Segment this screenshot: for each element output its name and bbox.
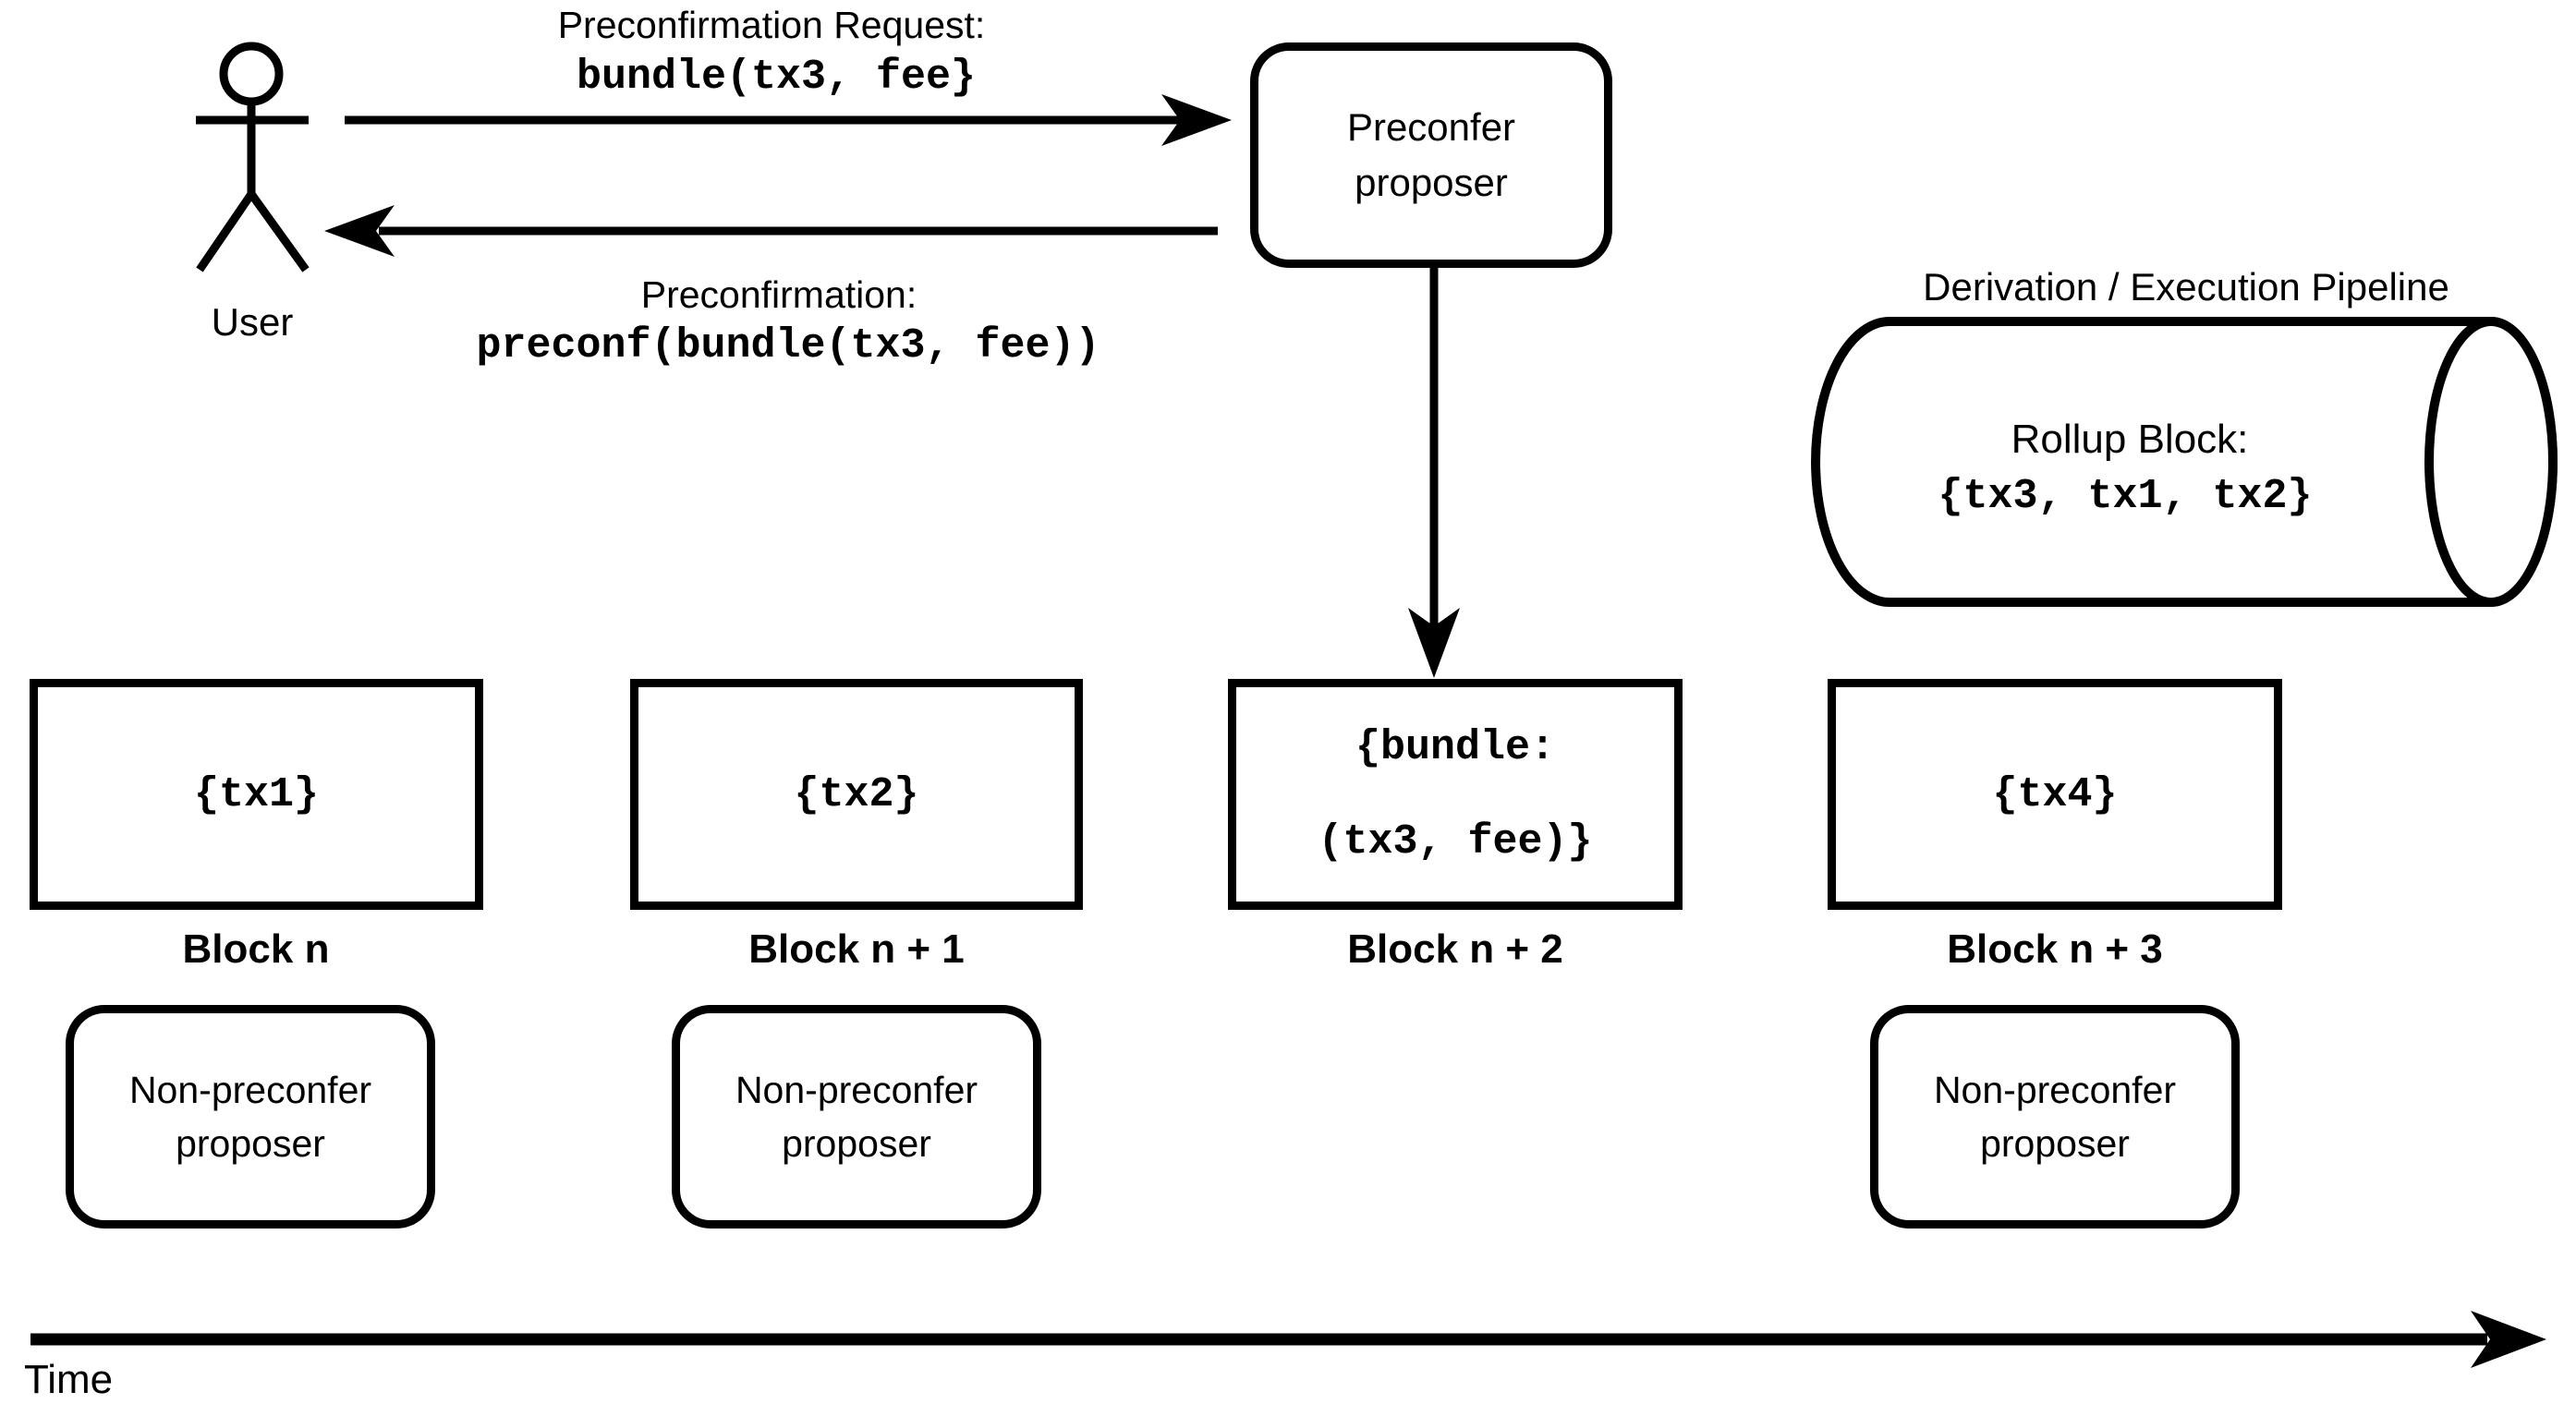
block-n3-content: {tx4} bbox=[1992, 770, 2118, 818]
request-arrow bbox=[345, 94, 1232, 146]
time-axis-arrow bbox=[30, 1311, 2546, 1368]
block-n2-content-line1: {bundle: bbox=[1355, 723, 1556, 771]
submission-arrow bbox=[1408, 268, 1460, 678]
block-n-rect: {tx1} bbox=[30, 679, 483, 910]
non-preconfer-label-line2: proposer bbox=[782, 1122, 931, 1165]
non-preconfer-proposer-box-3: Non-preconfer proposer bbox=[1870, 1005, 2240, 1228]
non-preconfer-label-line2: proposer bbox=[176, 1122, 325, 1165]
time-axis-label: Time bbox=[24, 1357, 114, 1402]
block-n-content: {tx1} bbox=[193, 770, 320, 818]
non-preconfer-label-line2: proposer bbox=[1980, 1122, 2130, 1165]
block-n2-label: Block n + 2 bbox=[1347, 926, 1563, 972]
block-n1-rect: {tx2} bbox=[630, 679, 1083, 910]
non-preconfer-label-line1: Non-preconfer bbox=[1933, 1068, 2177, 1111]
block-n-label: Block n bbox=[182, 926, 330, 972]
preconfer-proposer-box: Preconfer proposer bbox=[1250, 42, 1612, 268]
request-title: Preconfirmation Request: bbox=[557, 4, 986, 46]
non-preconfer-label-line1: Non-preconfer bbox=[128, 1068, 372, 1111]
block-n3-label: Block n + 3 bbox=[1947, 926, 2163, 972]
block-n1-label: Block n + 1 bbox=[748, 926, 965, 972]
block-n3-rect: {tx4} bbox=[1828, 679, 2282, 910]
block-n2-content-line2: (tx3, fee)} bbox=[1318, 817, 1593, 865]
non-preconfer-proposer-box-2: Non-preconfer proposer bbox=[672, 1005, 1041, 1228]
block-n2-rect: {bundle: (tx3, fee)} bbox=[1228, 679, 1683, 910]
pipeline-title: Derivation / Execution Pipeline bbox=[1923, 265, 2449, 309]
non-preconfer-proposer-box-1: Non-preconfer proposer bbox=[66, 1005, 435, 1228]
response-code: preconf(bundle(tx3, fee)) bbox=[476, 322, 1100, 369]
preconfer-proposer-label-line1: Preconfer bbox=[1346, 105, 1516, 150]
response-title: Preconfirmation: bbox=[640, 273, 917, 316]
block-n1-content: {tx2} bbox=[794, 770, 919, 818]
response-arrow bbox=[324, 205, 1218, 257]
user-label: User bbox=[211, 300, 294, 344]
preconfer-proposer-label-line2: proposer bbox=[1355, 161, 1508, 204]
user-stick-figure-icon bbox=[196, 42, 310, 272]
rollup-block-title: Rollup Block: bbox=[2011, 417, 2249, 462]
pipeline-cylinder bbox=[1811, 317, 2558, 607]
non-preconfer-label-line1: Non-preconfer bbox=[735, 1068, 978, 1111]
rollup-block-code: {tx3, tx1, tx2} bbox=[1938, 473, 2313, 520]
request-code: bundle(tx3, fee} bbox=[576, 54, 977, 101]
